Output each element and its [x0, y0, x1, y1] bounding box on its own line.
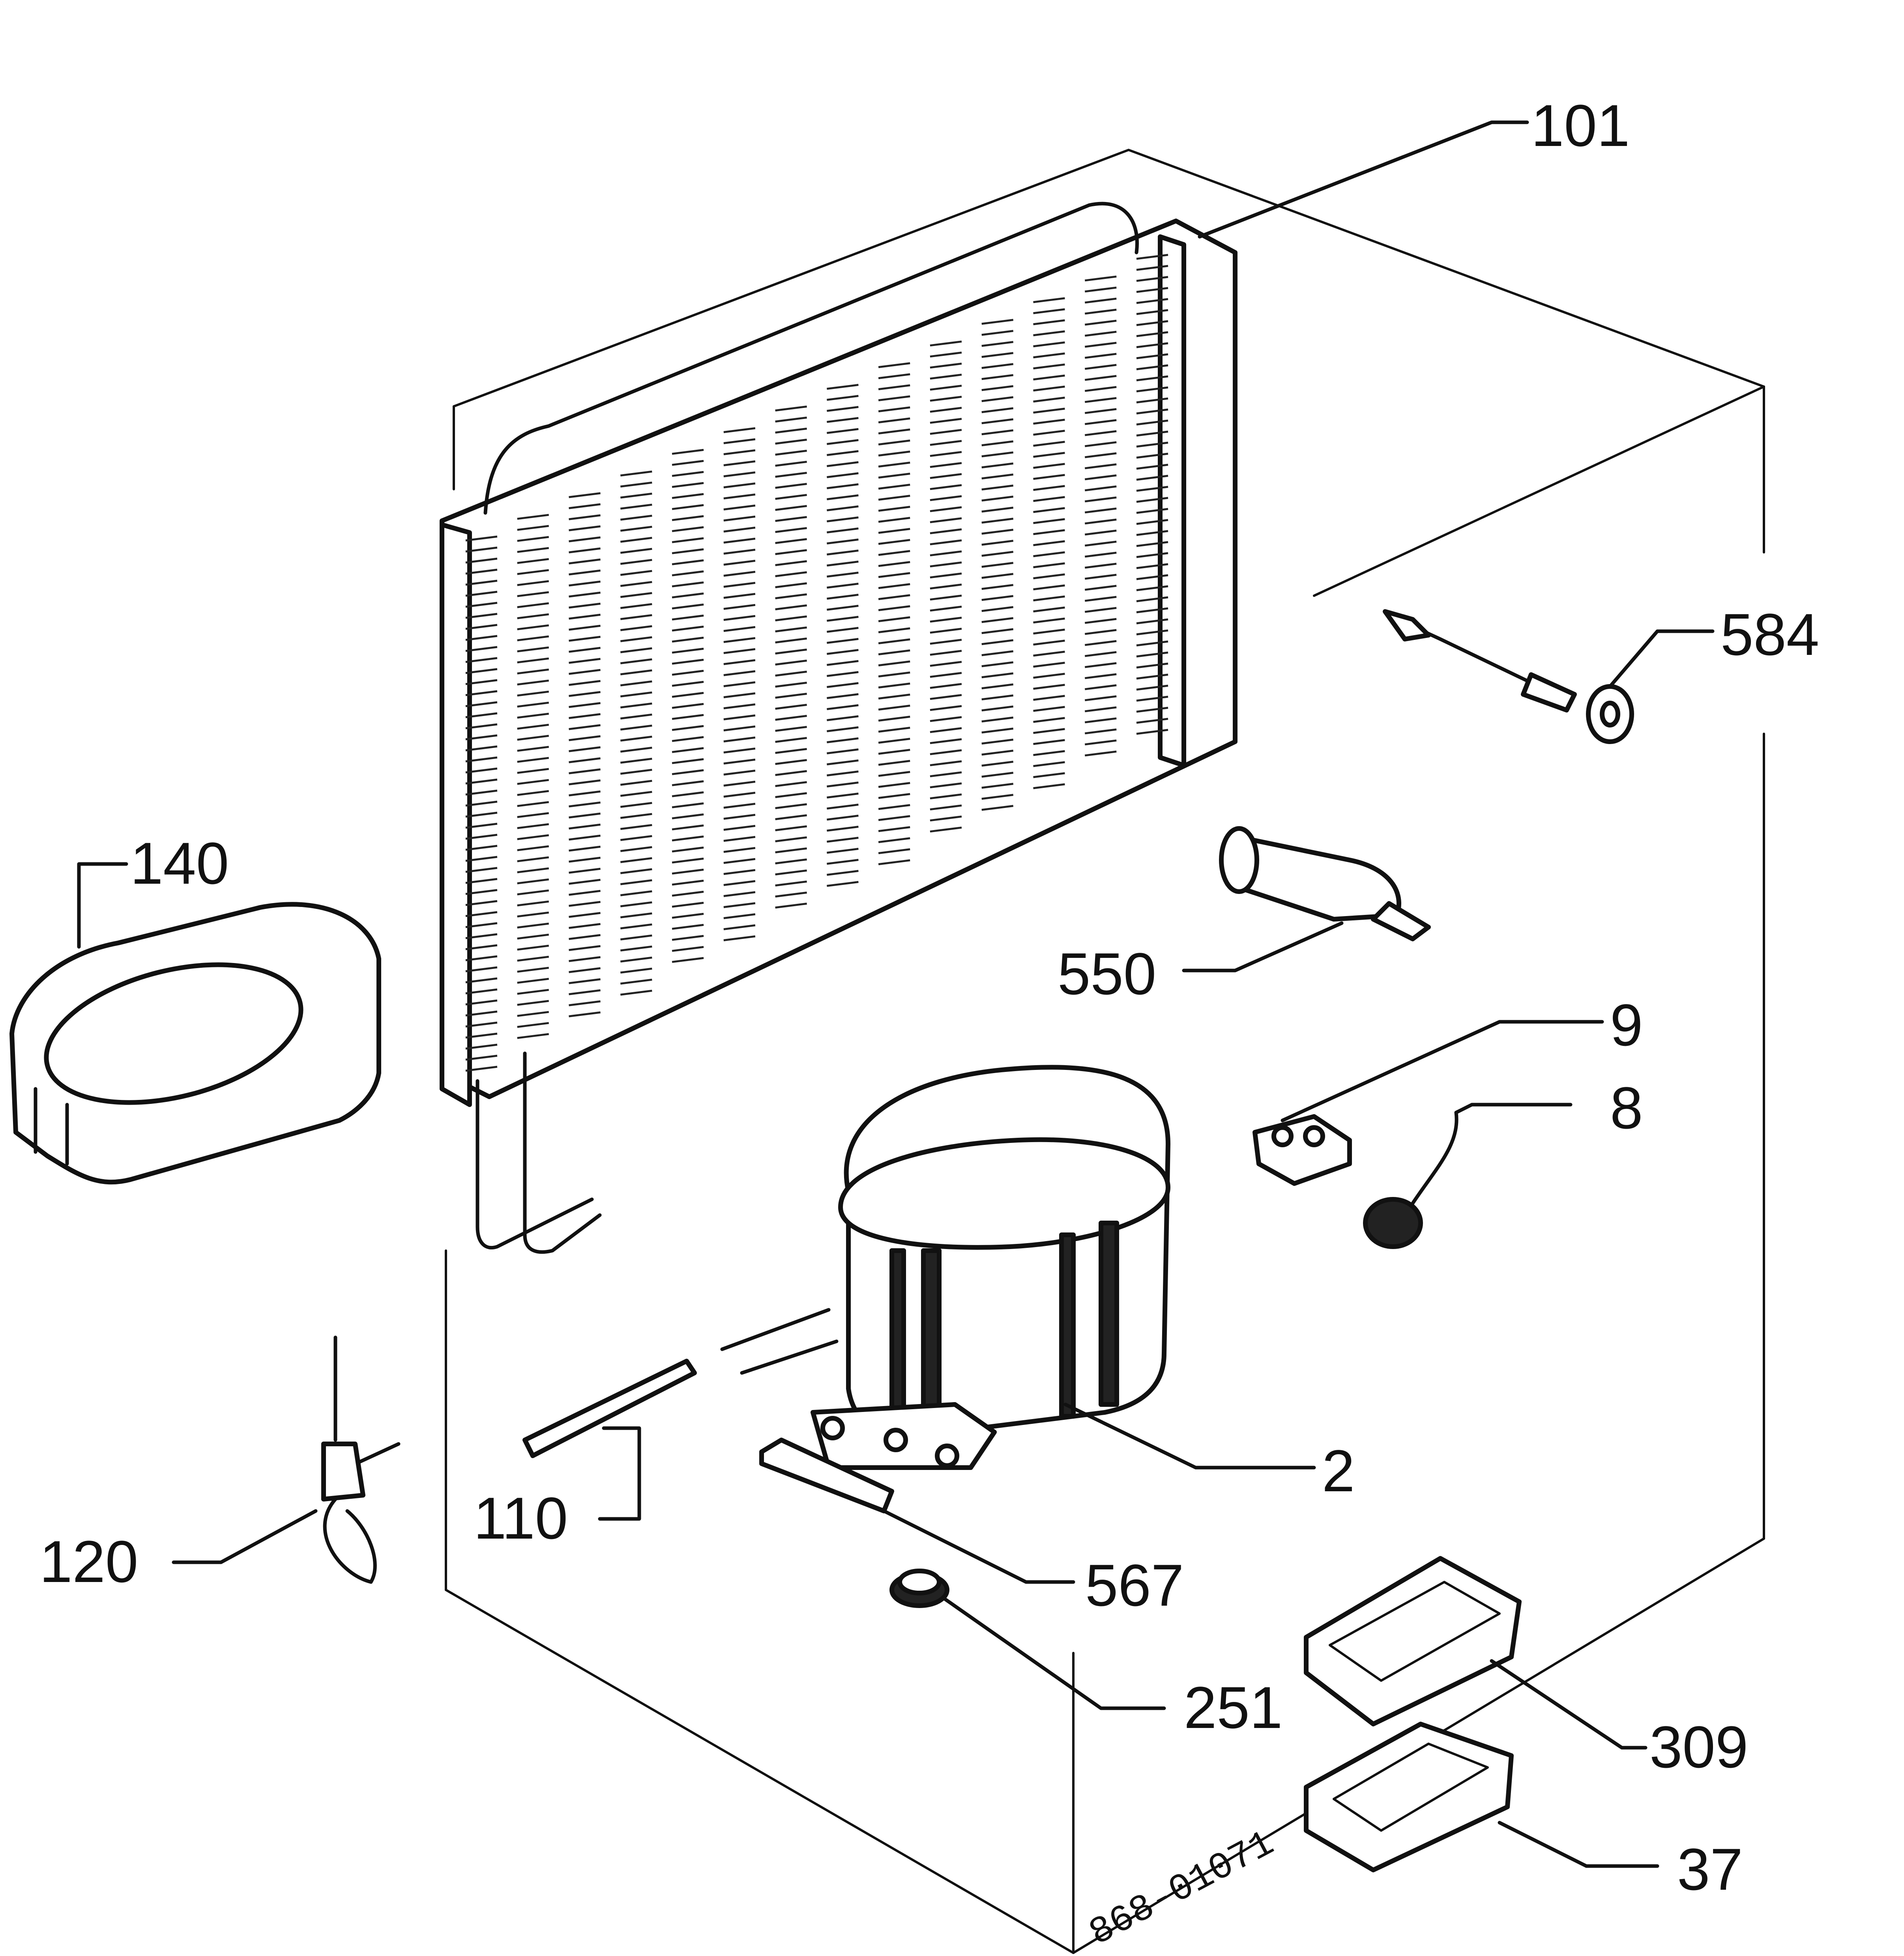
label-101: 101	[1531, 92, 1630, 159]
overload-part-8	[1363, 1103, 1474, 1249]
label-140: 140	[130, 830, 229, 896]
cover-part-309	[1304, 1556, 1522, 1726]
compressor-part-2	[720, 1065, 1170, 1470]
relay-part-9	[1252, 1114, 1352, 1186]
label-251: 251	[1184, 1674, 1282, 1741]
label-110: 110	[474, 1485, 568, 1551]
drip-tray-part-140	[9, 902, 381, 1185]
compressor-stripes	[889, 1221, 1119, 1434]
label-309: 309	[1649, 1714, 1748, 1780]
condenser-part-101	[440, 202, 1238, 1254]
thermostat-sensor-part-584	[1383, 609, 1634, 744]
label-120: 120	[39, 1528, 138, 1595]
label-567: 567	[1085, 1552, 1184, 1618]
filter-drier-part-550	[1219, 826, 1431, 941]
label-9: 9	[1610, 992, 1643, 1058]
label-584: 584	[1721, 601, 1819, 668]
label-8: 8	[1610, 1075, 1643, 1141]
grommet-part-251	[889, 1569, 949, 1608]
leader-lines	[77, 120, 1715, 1868]
drawing-reference: 868-01071	[1082, 1822, 1281, 1955]
terminal-box-part-37	[1304, 1722, 1514, 1872]
label-2: 2	[1322, 1438, 1355, 1504]
label-550: 550	[1058, 941, 1156, 1007]
bracket-part-567	[759, 1438, 894, 1513]
label-37: 37	[1677, 1836, 1743, 1902]
valve-part-120	[321, 1335, 401, 1584]
pipe-part-110	[522, 1359, 697, 1458]
